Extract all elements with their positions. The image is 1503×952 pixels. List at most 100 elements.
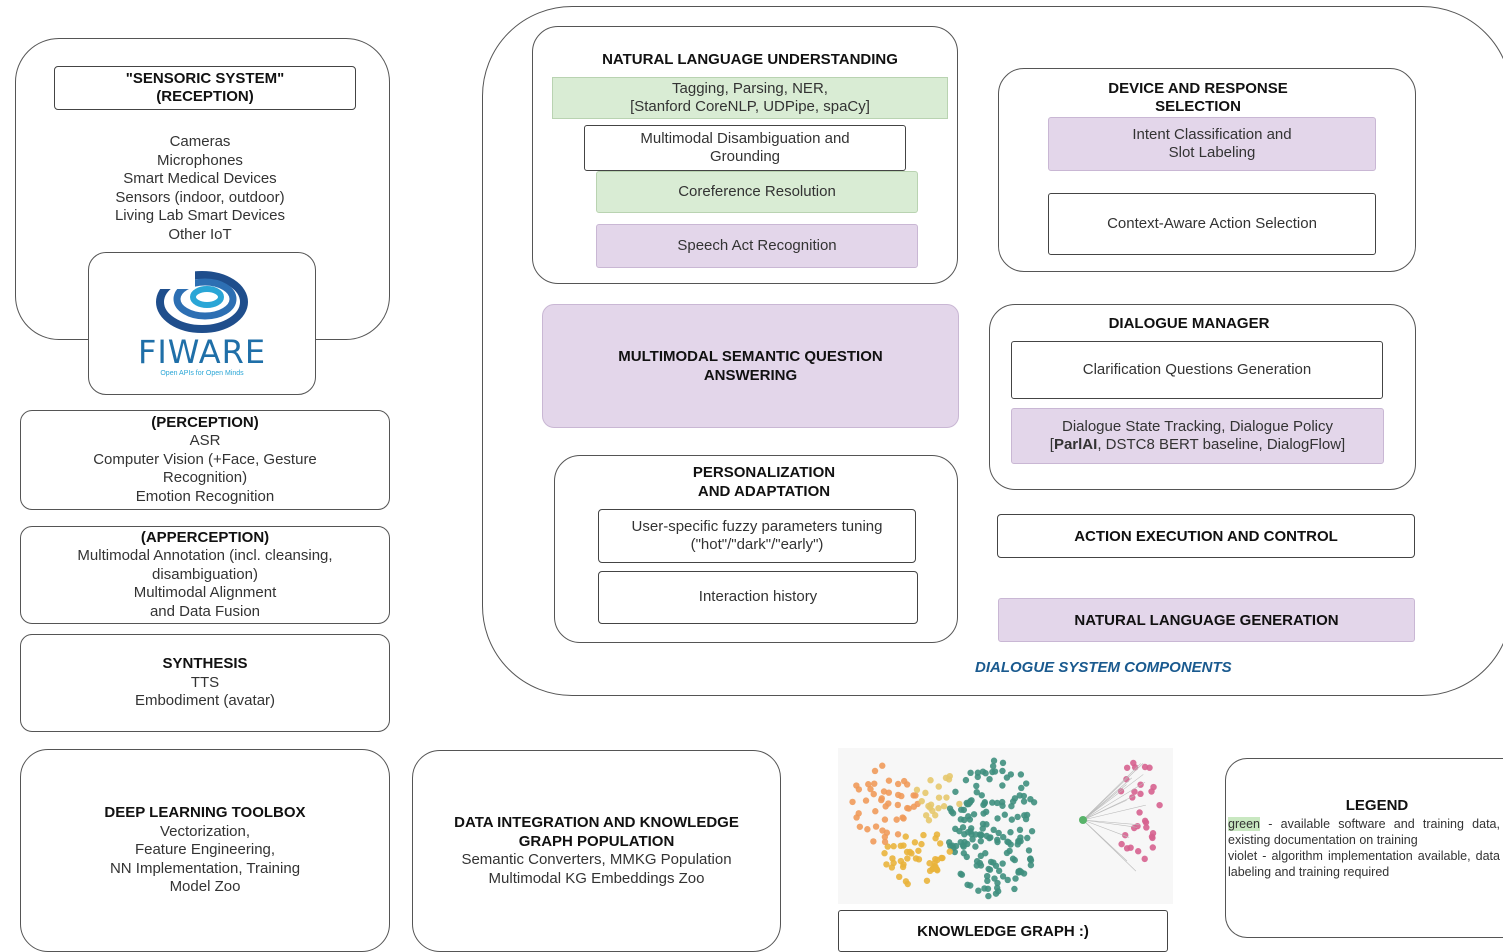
graph-node — [1131, 764, 1139, 771]
intent-line2: Slot Labeling — [1168, 144, 1256, 161]
graph-node — [1028, 828, 1036, 835]
apperception-box: (APPERCEPTION) Multimodal Annotation (in… — [20, 526, 390, 624]
graph-node — [972, 843, 979, 850]
graph-node — [881, 850, 888, 857]
graph-node — [922, 789, 929, 797]
graph-node — [978, 792, 985, 799]
graph-node — [990, 826, 997, 834]
graph-node — [1003, 849, 1011, 857]
graph-node — [932, 835, 939, 842]
graph-edge — [1082, 763, 1141, 821]
synthesis-title: SYNTHESIS — [162, 655, 248, 673]
sensoric-item: Microphones — [157, 151, 243, 169]
graph-node — [968, 797, 975, 804]
data-integration-title-line1: DATA INTEGRATION AND KNOWLEDGE — [454, 814, 739, 831]
personalization-title-line2: AND ADAPTATION — [697, 483, 831, 500]
graph-node — [958, 871, 966, 878]
deep-learning-line: NN Implementation, Training — [109, 859, 301, 877]
graph-edge — [1082, 781, 1146, 821]
graph-node — [946, 805, 954, 812]
graph-node — [1123, 764, 1131, 771]
graph-node — [913, 786, 921, 794]
deep-learning-line: Feature Engineering, — [134, 841, 276, 859]
nlu-disambiguation-line2: Grounding — [709, 148, 781, 165]
graph-node — [966, 816, 974, 823]
graph-node — [885, 789, 893, 796]
sensoric-title-line2: (RECEPTION) — [156, 88, 254, 105]
graph-node — [856, 823, 864, 830]
graph-node — [984, 877, 991, 885]
graph-node — [864, 826, 871, 833]
interaction-history-label: Interaction history — [698, 588, 818, 606]
sensoric-title-box: "SENSORIC SYSTEM" (RECEPTION) — [54, 66, 356, 110]
fiware-logo-text: FIWARE — [137, 332, 267, 371]
graph-node — [940, 803, 948, 810]
graph-node — [872, 823, 880, 830]
graph-node — [1149, 834, 1156, 842]
graph-node — [990, 757, 998, 764]
graph-node — [881, 838, 889, 846]
graph-node — [1123, 845, 1131, 852]
mmqa-box: MULTIMODAL SEMANTIC QUESTION ANSWERING — [542, 304, 959, 428]
nlg-label: NATURAL LANGUAGE GENERATION — [1074, 611, 1339, 629]
fiware-tagline: Open APIs for Open Minds — [160, 369, 244, 377]
perception-line: ASR — [189, 432, 221, 450]
sensoric-item: Sensors (indoor, outdoor) — [115, 188, 285, 206]
legend-title: LEGEND — [1345, 797, 1409, 814]
clarification-label: Clarification Questions Generation — [1082, 360, 1312, 378]
graph-node — [982, 770, 989, 777]
graph-node — [862, 797, 870, 804]
fuzzy-tuning-box: User-specific fuzzy parameters tuning ("… — [598, 509, 916, 563]
graph-edge — [1082, 795, 1136, 821]
graph-edge — [1082, 819, 1137, 872]
graph-node — [1009, 798, 1017, 805]
legend-green-desc: - available software and training data, … — [1228, 817, 1500, 847]
sensoric-item: Other IoT — [168, 225, 232, 243]
intent-line1: Intent Classification and — [1132, 125, 1292, 143]
legend-green-word: green — [1228, 817, 1260, 831]
graph-node — [918, 797, 925, 805]
perception-line: Emotion Recognition — [135, 487, 275, 505]
graph-node — [973, 782, 980, 790]
graph-node — [1015, 868, 1022, 875]
graph-node — [1149, 830, 1157, 837]
graph-node — [943, 794, 950, 801]
graph-node — [977, 837, 984, 845]
personalization-title-line1: PERSONALIZATION — [692, 464, 836, 481]
graph-node — [958, 806, 965, 813]
graph-node — [1018, 784, 1025, 792]
graph-node — [979, 820, 987, 828]
graph-node — [1008, 816, 1016, 823]
graph-edge — [1082, 784, 1127, 821]
graph-node — [1001, 811, 1008, 818]
data-integration-line: Multimodal KG Embeddings Zoo — [488, 869, 705, 887]
nlu-tagging-box: Tagging, Parsing, NER, [Stanford CoreNLP… — [552, 77, 948, 119]
graph-node — [1024, 834, 1031, 842]
sensoric-title-line1: "SENSORIC SYSTEM" — [125, 70, 285, 87]
graph-node — [1137, 790, 1144, 798]
graph-node — [899, 863, 907, 871]
nlu-coreference-label: Coreference Resolution — [678, 182, 836, 200]
legend-violet-word: violet — [1228, 849, 1258, 863]
graph-node — [932, 812, 939, 819]
graph-node — [879, 762, 886, 769]
graph-node — [1015, 837, 1022, 845]
graph-node — [900, 815, 907, 822]
graph-node — [993, 799, 1001, 807]
graph-node — [962, 776, 970, 784]
graph-node — [946, 848, 953, 855]
graph-node — [926, 804, 934, 811]
graph-node — [1009, 855, 1017, 862]
perception-box: (PERCEPTION) ASR Computer Vision (+Face,… — [20, 410, 390, 510]
context-aware-label: Context-Aware Action Selection — [1107, 214, 1317, 232]
graph-node — [1027, 855, 1034, 862]
graph-node — [970, 811, 978, 818]
state-tracking-line1: Dialogue State Tracking, Dialogue Policy — [1062, 417, 1333, 435]
graph-node — [849, 798, 856, 806]
graph-node — [1004, 876, 1011, 884]
graph-node — [990, 859, 997, 866]
apperception-line: Multimodal Alignment — [133, 584, 277, 602]
dialogue-state-tracking-box: Dialogue State Tracking, Dialogue Policy… — [1011, 408, 1384, 464]
graph-node — [883, 861, 890, 868]
graph-node — [977, 832, 984, 839]
